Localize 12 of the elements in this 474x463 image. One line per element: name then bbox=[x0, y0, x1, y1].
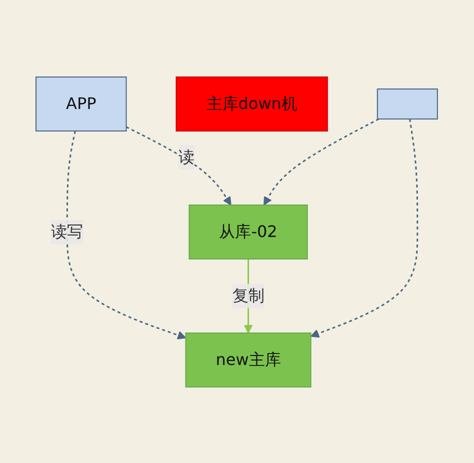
arrow bbox=[126, 126, 232, 205]
arrow bbox=[264, 118, 380, 205]
arrow bbox=[66, 130, 186, 339]
node-box: new主库 bbox=[186, 332, 312, 387]
arrow bbox=[310, 118, 418, 338]
node-box: 主库down机 bbox=[176, 76, 328, 131]
edge-label: 读写 bbox=[51, 222, 84, 240]
node-box: APP bbox=[36, 76, 128, 131]
edge-label: 复制 bbox=[232, 286, 265, 304]
edge-label: 读 bbox=[178, 146, 195, 166]
node-box: 从库-02 bbox=[188, 204, 308, 259]
node-box bbox=[377, 88, 438, 119]
